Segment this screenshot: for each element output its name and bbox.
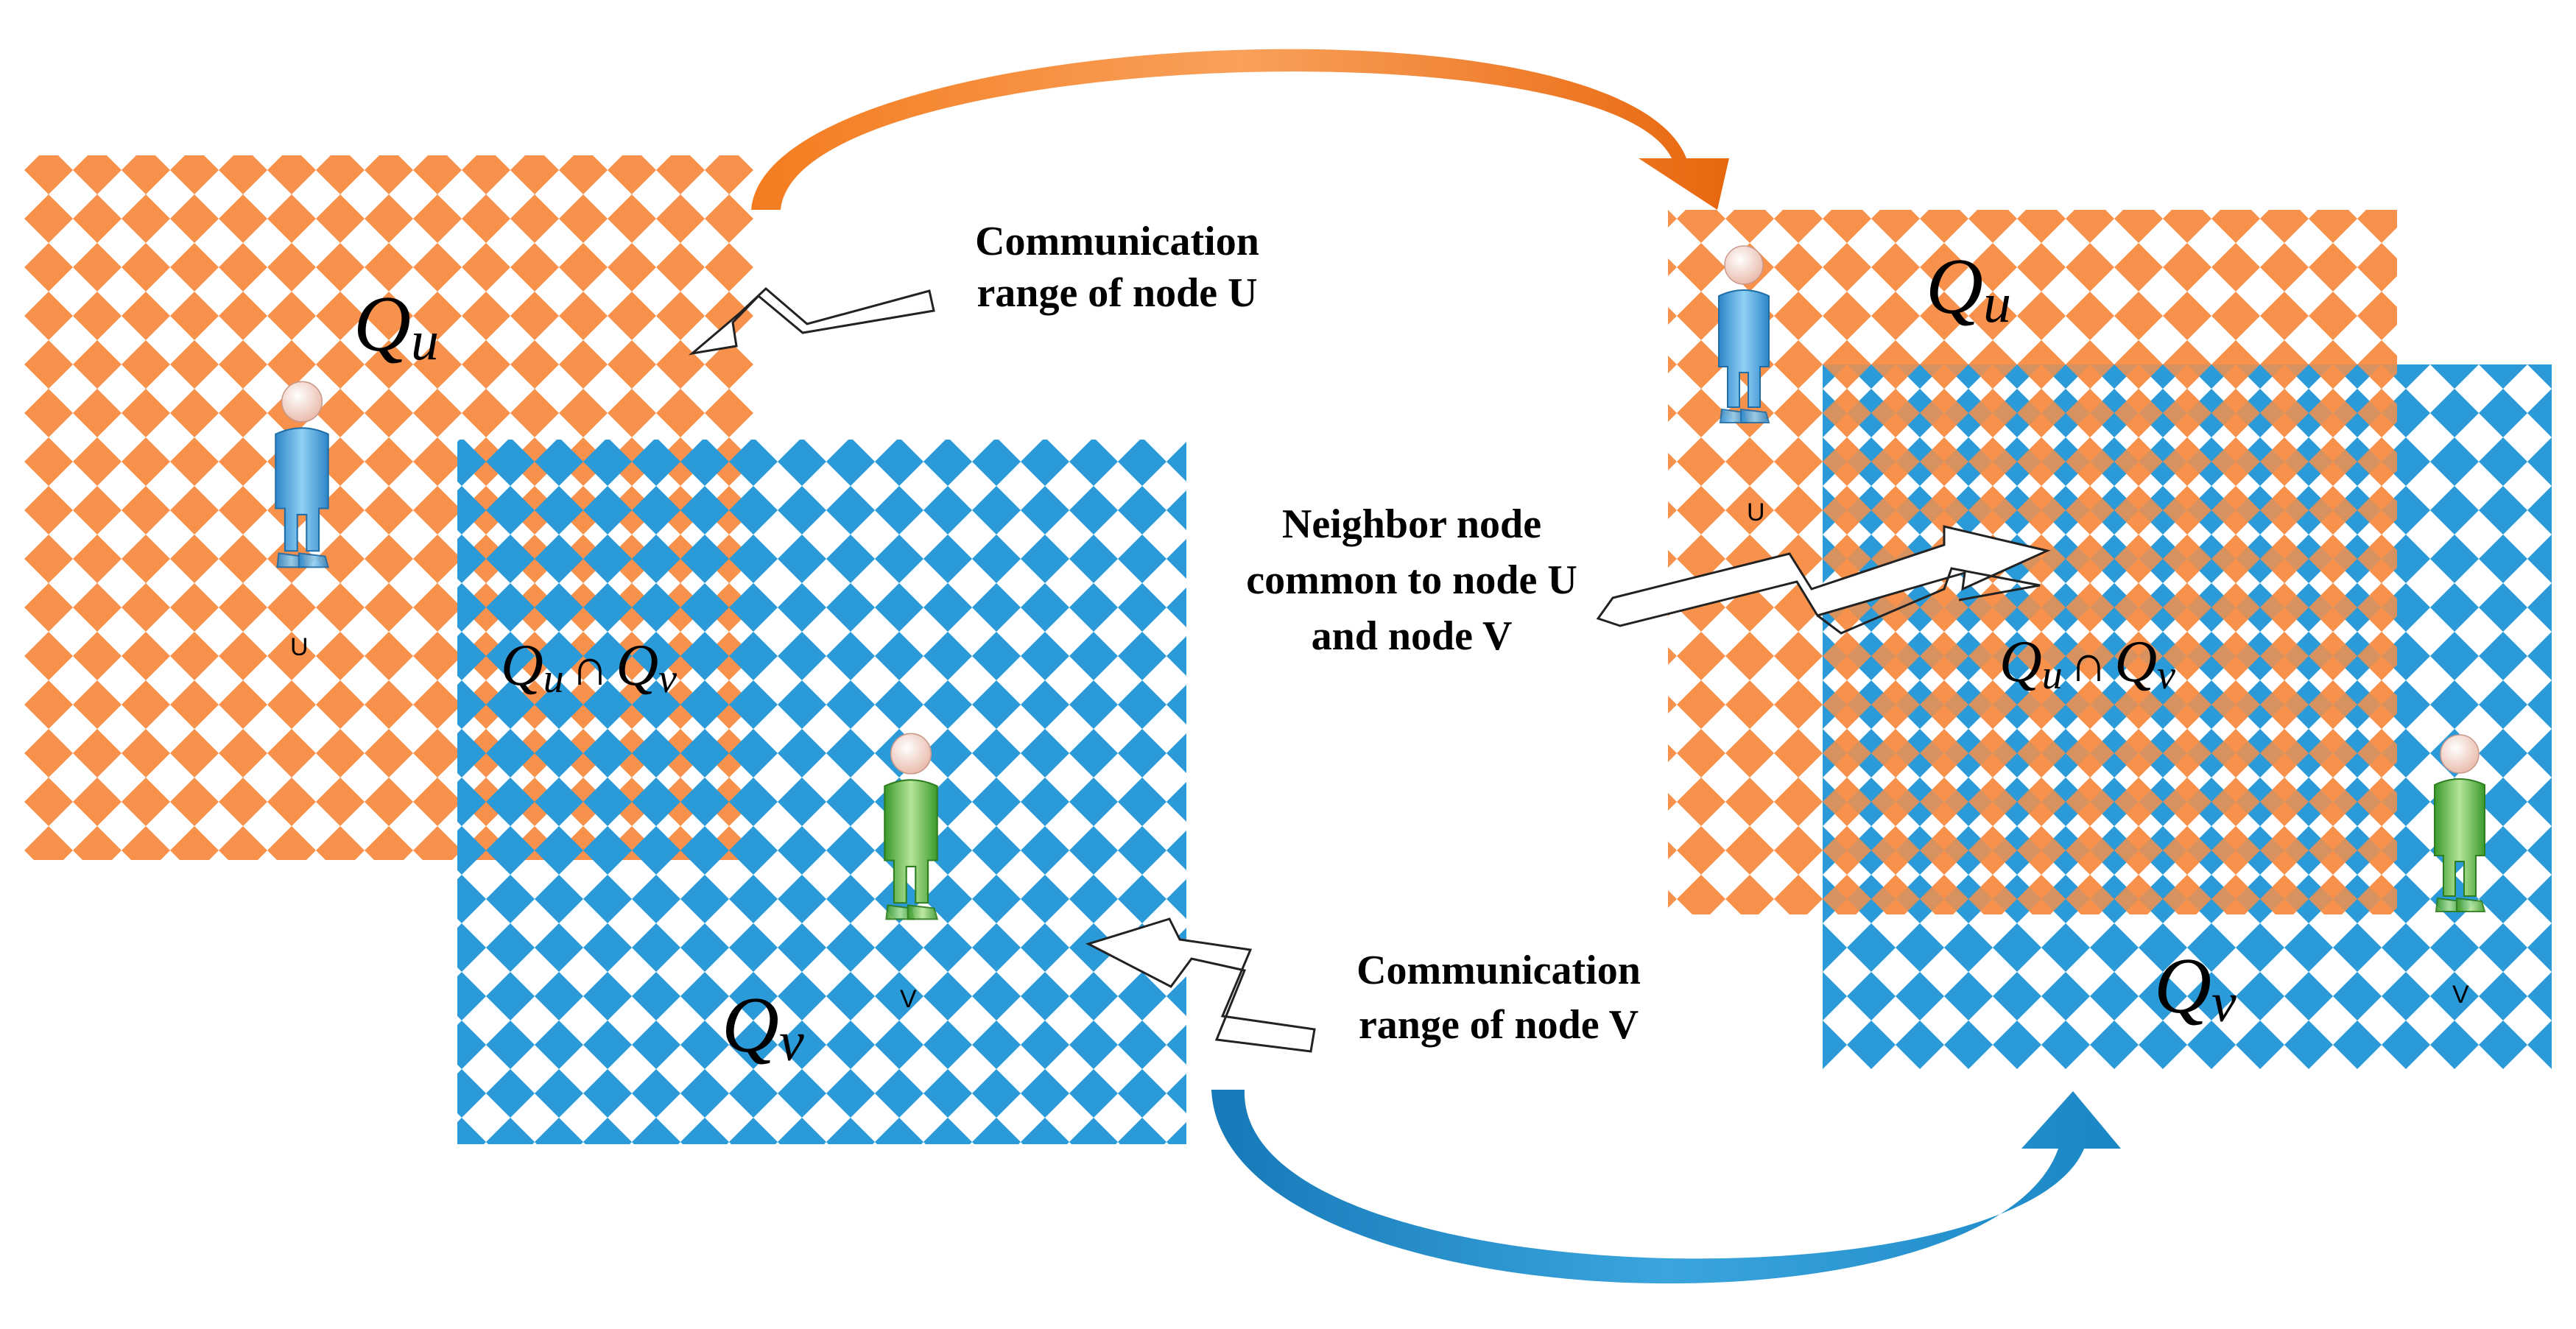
left-node-v-letter: V <box>900 985 917 1013</box>
left-scene: Qu U Qu∩Qv V Qv <box>24 155 1186 1144</box>
left-intersection-label: Qu∩Qv <box>501 633 677 702</box>
orange-curved-arrow-icon <box>751 49 1729 210</box>
svg-text:Neighbor node: Neighbor node <box>1282 501 1541 547</box>
svg-text:common to node U: common to node U <box>1246 557 1577 603</box>
callout-arrow-v-icon <box>1085 917 1316 1053</box>
left-region-v <box>457 440 1186 1144</box>
comm-range-v-label: Communication range of node V <box>1356 948 1641 1048</box>
left-node-u-letter: U <box>290 633 309 661</box>
right-scene: Qu U Qu∩Qv V Qv <box>1668 210 2552 1069</box>
right-node-u-letter: U <box>1747 498 1765 526</box>
callout-arrow-common-icon <box>1596 525 2051 635</box>
comm-range-u-label: Communication range of node U <box>975 219 1259 316</box>
left-qv-label: Qv <box>722 981 804 1073</box>
right-qv-label: Qv <box>2154 942 2237 1034</box>
svg-text:range of node U: range of node U <box>976 270 1257 316</box>
neighbor-node-label: Neighbor node common to node U and node … <box>1246 501 1577 659</box>
blue-curved-arrow-icon <box>1211 1090 2121 1284</box>
svg-text:range of node V: range of node V <box>1359 1002 1639 1048</box>
callout-arrow-u-icon <box>688 286 935 356</box>
right-intersection-label: Qu∩Qv <box>1999 630 2175 698</box>
right-qu-label: Qu <box>1926 243 2011 334</box>
left-qu-label: Qu <box>353 281 439 372</box>
right-node-v-letter: V <box>2452 981 2469 1009</box>
svg-text:and node V: and node V <box>1312 613 1513 659</box>
right-region-overlap <box>1823 364 2397 914</box>
svg-text:Communication: Communication <box>975 219 1259 264</box>
svg-text:Communication: Communication <box>1356 948 1641 993</box>
